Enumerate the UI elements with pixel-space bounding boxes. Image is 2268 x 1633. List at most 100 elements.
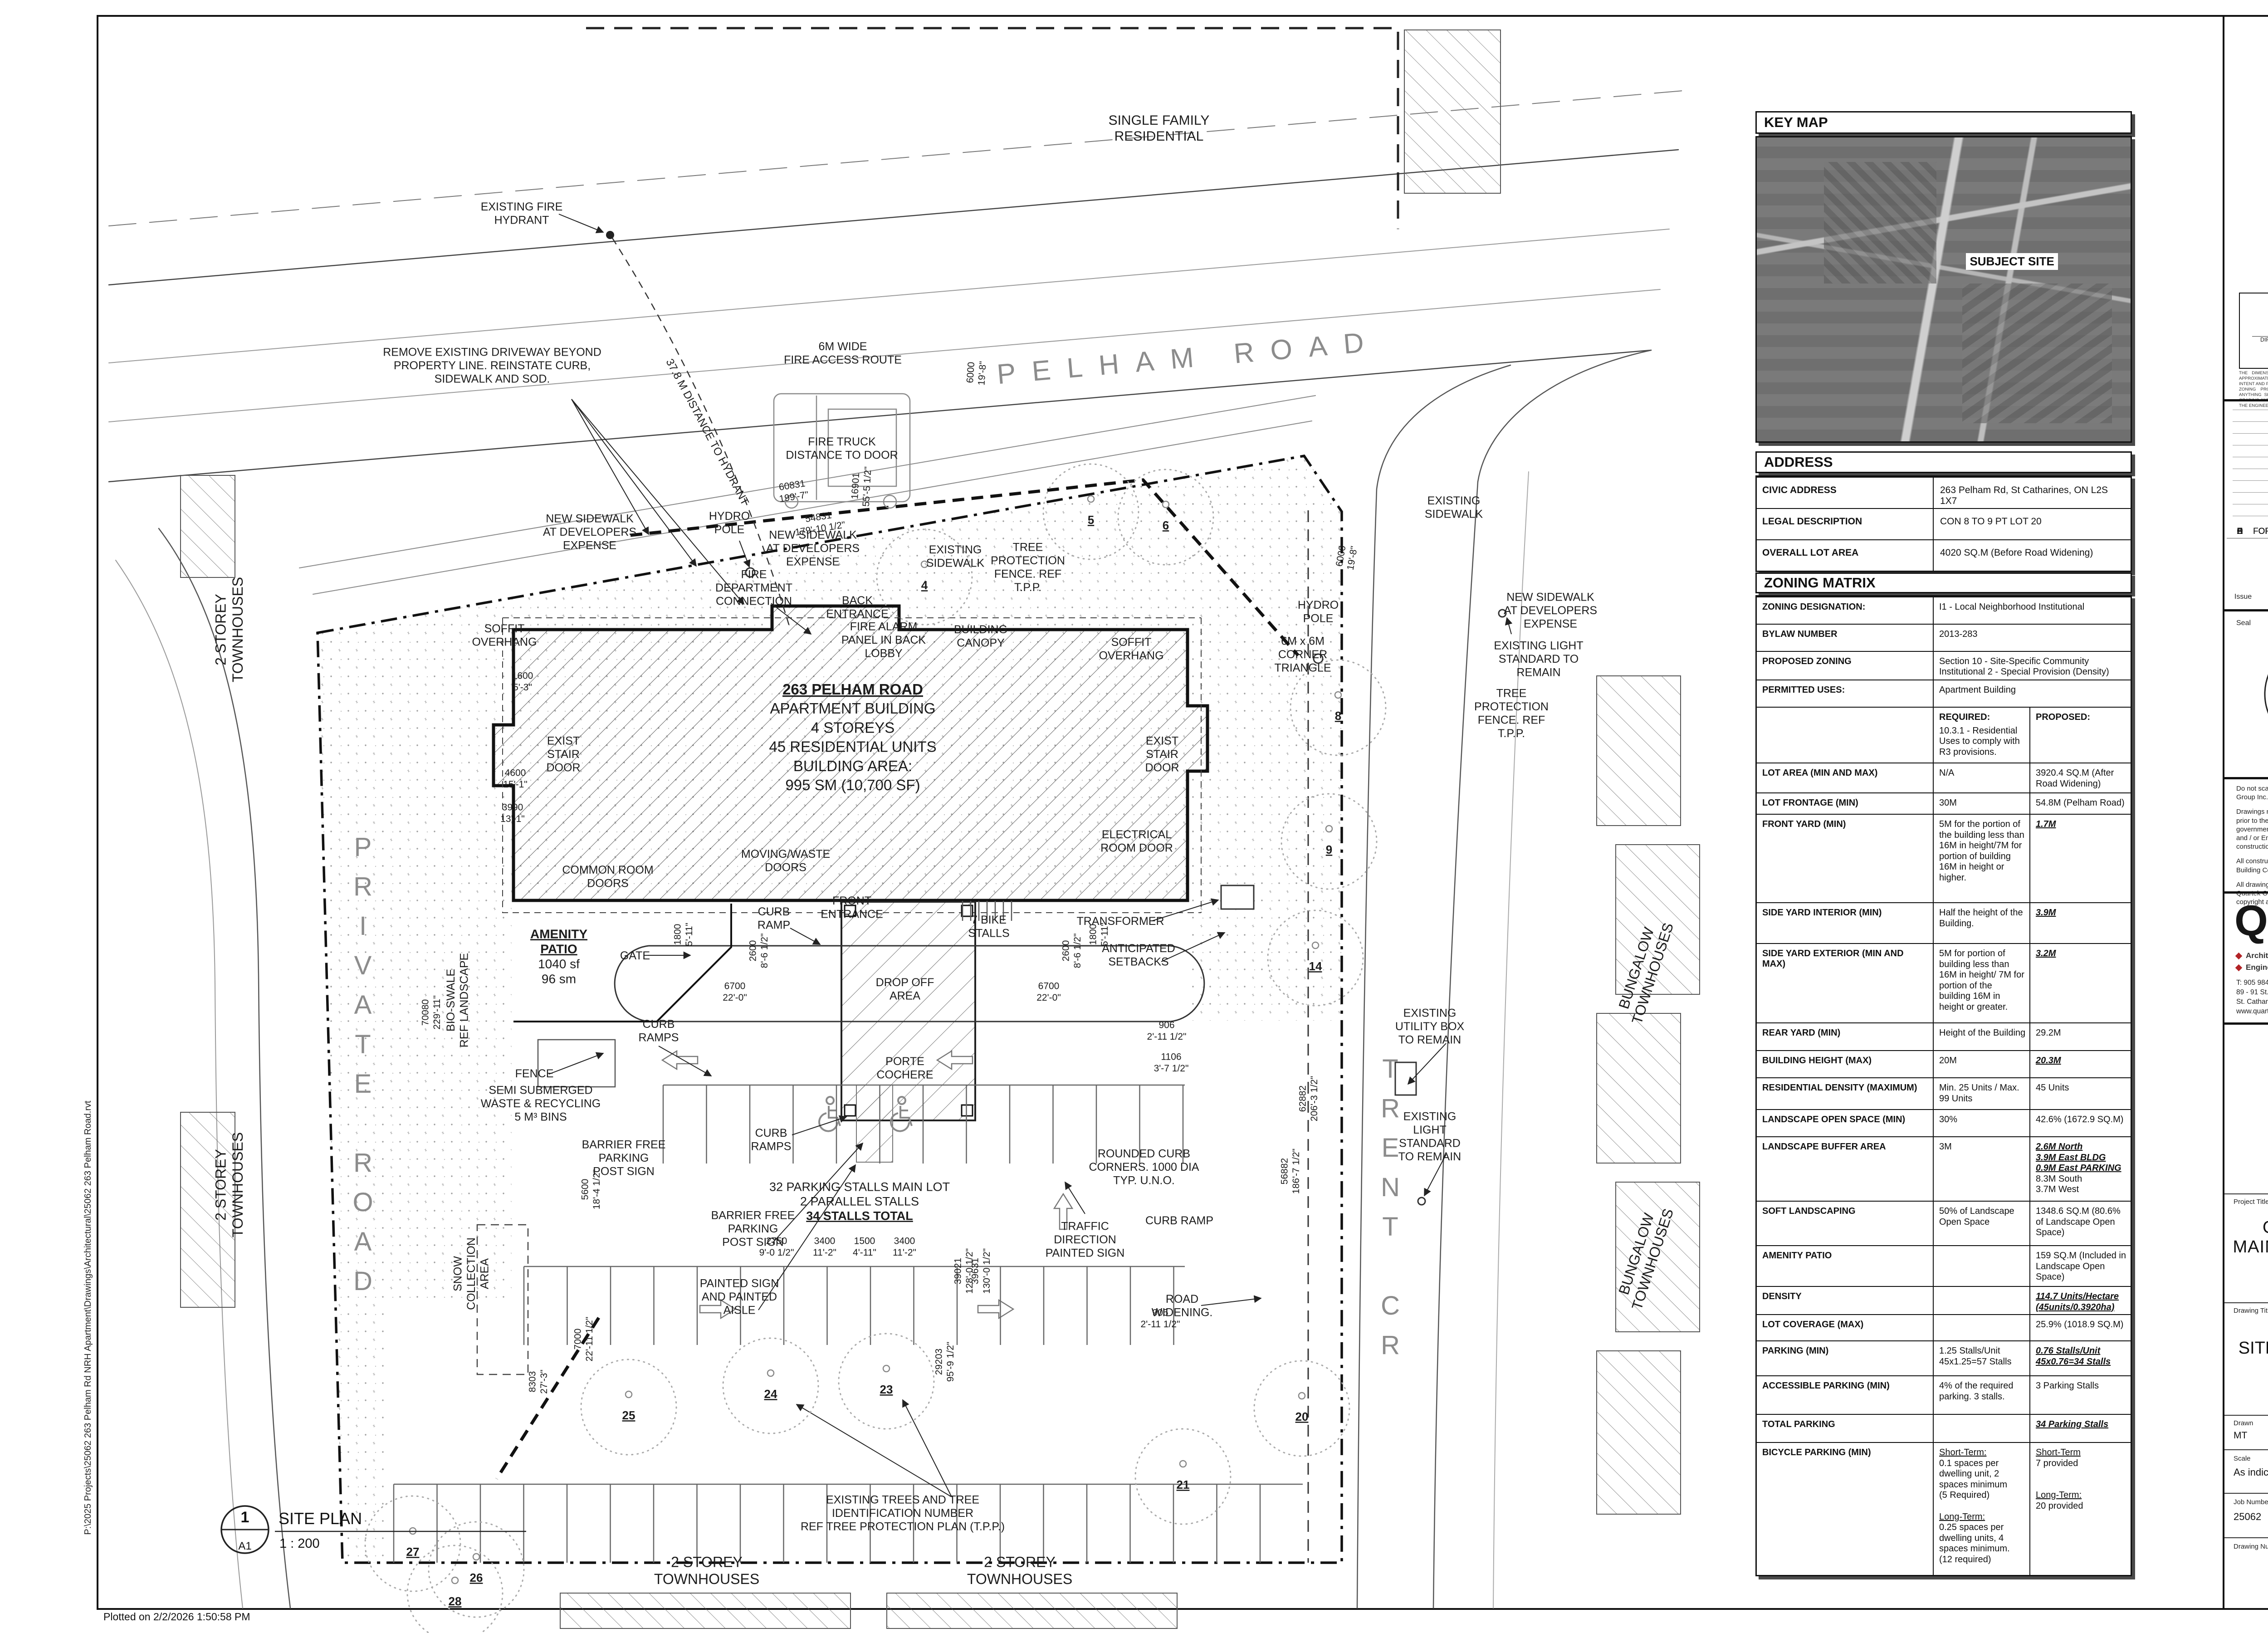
architect-seal: ONTARIO ASSOCIATION OF ARCHITECTS SEBAST…: [2264, 674, 2268, 714]
rule: [2224, 609, 2268, 611]
firm-address1: 89 - 91 St. Paul Street, Suite 100,: [2236, 988, 2268, 996]
tree-number: 25: [622, 1408, 635, 1422]
revision-issue: A: [2237, 526, 2243, 536]
job-number-value: 25062: [2234, 1511, 2262, 1522]
zoning-row-label: BYLAW NUMBER: [1757, 625, 1934, 651]
drawn-value: MT: [2234, 1430, 2248, 1441]
zoning-row: PERMITTED USES:Apartment Building: [1757, 680, 2131, 707]
drawing-title: SITE PLAN & ZONING MATRIX: [2224, 1339, 2268, 1378]
rule: [2224, 1449, 2268, 1450]
curb-ramp-right: CURB RAMP: [1145, 1214, 1213, 1227]
zoning-header: ZONING MATRIX: [1755, 572, 2132, 593]
signature-line: SIGNATURE: [2240, 312, 2268, 318]
dimension-label: 600019'-8": [965, 360, 988, 386]
zoning-row-required: Half the height of the Building.: [1934, 903, 2030, 943]
revision-empty-line: [2233, 492, 2268, 493]
project-title-label: Project Title: [2234, 1198, 2268, 1206]
firm-service-label: Engineers: [2246, 963, 2268, 972]
rule: [2224, 891, 2268, 894]
zoning-row-proposed: 25.9% (1018.9 SQ.M): [2036, 1320, 2124, 1330]
tree-canopy: [1281, 793, 1378, 890]
tree-trunk: [1325, 825, 1333, 833]
zoning-row-proposed: PROPOSED:: [2036, 712, 2091, 722]
zoning-row-label: [1757, 708, 1934, 763]
zoning-row-label: PARKING (MIN): [1757, 1341, 1934, 1375]
zoning-row-label: SIDE YARD INTERIOR (MIN): [1757, 903, 1934, 943]
revision-issued-for: FOR PRE-CON: [2253, 526, 2268, 536]
utility-box: [1394, 1061, 1417, 1096]
view-sheet-ref: A1: [238, 1540, 251, 1552]
zoning-row-proposed: 1348.6 SQ.M (80.6% of Landscape Open Spa…: [2036, 1206, 2121, 1238]
plot-timestamp: Plotted on 2/2/2026 1:50:58 PM: [103, 1611, 250, 1623]
approval-fineprint: THE DIMENSIONS, AREAS AND LOCATIONS SHOW…: [2239, 371, 2268, 408]
fence: FENCE: [515, 1067, 554, 1080]
zoning-row-proposed: 45 Units: [2036, 1083, 2069, 1093]
tree-canopy: [876, 528, 973, 626]
parking-area: [389, 1021, 1342, 1565]
zoning-row-required: 4% of the required parking. 3 stalls.: [1934, 1376, 2030, 1414]
snow-area: [476, 1224, 529, 1375]
note-paragraph: Do not scale drawings. Report any discre…: [2236, 785, 2268, 802]
zoning-row-proposed: 159 SQ.M (Included in Landscape Open Spa…: [2036, 1251, 2126, 1282]
corporation-line2: THE CITY OF ST. CATHARINES: [2240, 326, 2268, 332]
tree-canopy: [1267, 909, 1364, 1007]
project-address3: ONTARIO, L2S 3B9: [2224, 1287, 2268, 1300]
light-standard-upper: [1498, 609, 1507, 618]
tree-trunk: [767, 1369, 775, 1377]
zoning-row: SIDE YARD EXTERIOR (MIN AND MAX)5M for p…: [1757, 943, 2131, 1022]
zoning-row-required: 5M for portion of building less than 16M…: [1934, 944, 2030, 1022]
revision-issue: C: [2237, 526, 2243, 536]
keymap-header: KEY MAP: [1755, 111, 2132, 134]
project-title-line1: GATEWAY AND: [2224, 1218, 2268, 1237]
tree-trunk: [1334, 691, 1342, 699]
zoning-row-required: Height of the Building: [1934, 1023, 2030, 1050]
zoning-row-label: ACCESSIBLE PARKING (MIN): [1757, 1376, 1934, 1414]
rule: [2224, 1415, 2268, 1416]
zoning-row-proposed: 42.6% (1672.9 SQ.M): [2036, 1115, 2124, 1125]
tree-number: 26: [470, 1571, 483, 1584]
address-row-label: CIVIC ADDRESS: [1757, 478, 1934, 508]
zoning-row-required: 3M: [1934, 1137, 2030, 1201]
rule: [2224, 399, 2268, 401]
leader-lines: [548, 214, 1513, 1497]
zoning-row-required: [1934, 1315, 2030, 1340]
note-paragraph: All construction to be in accordance wit…: [2236, 857, 2268, 874]
gate: GATE: [620, 949, 650, 962]
zoning-row-label: LOT FRONTAGE (MIN): [1757, 793, 1934, 814]
job-number-label: Job Number: [2234, 1498, 2268, 1506]
tree-number: 6: [1163, 518, 1169, 532]
address-header: ADDRESS: [1755, 451, 2132, 473]
zoning-row-value: Section 10 - Site-Specific Community Ins…: [1939, 656, 2109, 677]
approval-box: OWNER'S NAME SIGNATURE THE CORPORATION O…: [2239, 293, 2268, 369]
rule: [2224, 1193, 2268, 1194]
accessible-aisle: [856, 1085, 893, 1163]
revision-issue: D: [2237, 526, 2243, 536]
zoning-row-label: PERMITTED USES:: [1757, 680, 1934, 707]
zoning-row-required: [1934, 1246, 2030, 1286]
scale-value: As indicated: [2234, 1467, 2268, 1478]
tree-number: 8: [1335, 709, 1341, 723]
tree-canopy: [406, 1545, 503, 1633]
tree-number: 20: [1295, 1410, 1309, 1423]
